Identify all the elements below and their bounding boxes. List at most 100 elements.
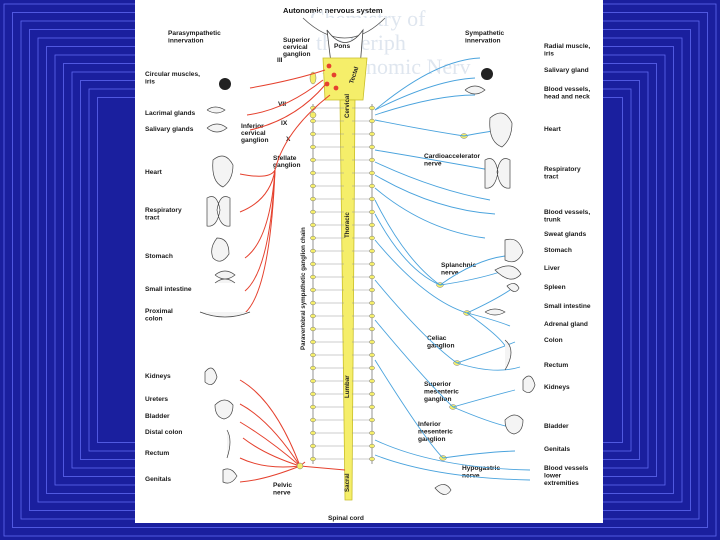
sympathetic-chain-ganglion [310, 274, 316, 280]
para-organ-label-12: Rectum [145, 450, 169, 457]
parasympathetic-nerve [242, 437, 301, 467]
diagram-panel: Autonomic nervous system Chemistry ofthe… [135, 0, 603, 523]
symp-organ-label-3: Heart [544, 126, 562, 133]
sympathetic-nerve [374, 439, 531, 471]
liver-icon [494, 265, 522, 280]
spinal-cord-label: Spinal cord [328, 515, 364, 522]
parasympathetic-nerve [249, 69, 326, 89]
cervical-label: Cervical [344, 94, 351, 118]
sympathetic-nerve [374, 359, 444, 459]
sympathetic-nerve [374, 57, 481, 111]
sympathetic-nerve [374, 149, 491, 171]
sympathetic-chain-ganglion [310, 183, 316, 189]
para-organ-label-10: Bladder [145, 413, 170, 420]
colon-right-icon [504, 339, 512, 371]
sympathetic-chain-ganglion [369, 456, 375, 462]
sympathetic-chain-ganglion [369, 105, 375, 111]
symp-organ-label-13: Rectum [544, 362, 568, 369]
cranial-nerve-IX: IX [281, 120, 288, 127]
cranial-nucleus [331, 72, 337, 78]
heart-left-icon [212, 155, 234, 188]
sympathetic-chain-ganglion [369, 261, 375, 267]
genitals-left-icon [222, 468, 238, 484]
sympathetic-chain-ganglion [310, 404, 316, 410]
parasympathetic-nerve [239, 403, 301, 467]
lacrimal-gland-icon [206, 106, 226, 114]
para-organ-label-1: Lacrimal glands [145, 110, 196, 117]
parasympathetic-nerve [244, 169, 276, 259]
pelvic-ganglion [296, 462, 304, 470]
sympathetic-chain-ganglion [369, 430, 375, 436]
para-organ-label-5: Stomach [145, 253, 173, 260]
superior-cervical-ganglion-shape [309, 71, 317, 85]
sympathetic-chain-ganglion [310, 261, 316, 267]
sympathetic-chain-ganglion [310, 118, 316, 124]
para-organ-label-13: Genitals [145, 476, 171, 483]
cranial-nucleus [324, 81, 330, 87]
symp-organ-label-7: Stomach [544, 247, 572, 254]
cranial-nucleus [326, 63, 332, 69]
sympathetic-chain-ganglion [310, 157, 316, 163]
para-organ-label-0: Circular muscles,iris [145, 71, 200, 86]
spleen-icon [506, 283, 520, 292]
genitals-right-icon [434, 484, 452, 495]
sympathetic-chain-ganglion [369, 378, 375, 384]
sympathetic-chain-ganglion [369, 209, 375, 215]
sympathetic-chain-ganglion [369, 326, 375, 332]
sympathetic-nerve [374, 119, 506, 137]
para-organ-label-2: Salivary glands [145, 126, 194, 133]
sympathetic-nerve [374, 77, 476, 111]
iris-left-icon [219, 78, 231, 90]
sympathetic-nerve [374, 174, 496, 215]
sympathetic-chain-ganglion [310, 222, 316, 228]
salivary-gland-right-icon [464, 85, 486, 95]
lungs-left-icon [206, 196, 231, 227]
sympathetic-chain-ganglion [310, 378, 316, 384]
sympathetic-nerve [466, 312, 511, 327]
kidney-left-icon [204, 367, 218, 385]
sympathetic-chain-ganglion [369, 339, 375, 345]
lumbar-label: Lumbar [344, 375, 351, 398]
distal-colon-left-icon [226, 429, 231, 459]
sympathetic-chain-ganglion [310, 339, 316, 345]
bladder-right-icon [504, 414, 524, 435]
sympathetic-chain-ganglion [310, 287, 316, 293]
sympathetic-chain-ganglion [310, 235, 316, 241]
parasympathetic-nerve [239, 457, 301, 468]
sympathetic-chain-ganglion [310, 430, 316, 436]
thoracic-label: Thoracic [344, 212, 351, 238]
sympathetic-chain-ganglion [310, 365, 316, 371]
inferior-cervical-ganglion-shape [309, 111, 317, 119]
sympathetic-nerve [439, 255, 506, 286]
sympathetic-nerve [439, 271, 501, 286]
sympathetic-chain-ganglion [310, 417, 316, 423]
parasympathetic-nerve [239, 379, 306, 467]
spinal-cord [339, 99, 356, 501]
parasympathetic-nerve [239, 169, 276, 213]
sympathetic-chain-ganglion [369, 235, 375, 241]
symp-organ-label-16: Genitals [544, 446, 570, 453]
sympathetic-chain-ganglion [310, 313, 316, 319]
para-organ-label-3: Heart [145, 169, 163, 176]
ganglion-chain-label: Paravertebral sympathetic ganglion chain [300, 227, 307, 350]
parasympathetic-nerve [246, 79, 324, 116]
symp-organ-label-15: Bladder [544, 423, 569, 430]
symp-organ-label-11: Adrenal gland [544, 321, 588, 328]
bladder-left-icon [214, 399, 234, 420]
sympathetic-chain-ganglion [369, 313, 375, 319]
sympathetic-nerve [374, 213, 441, 286]
sympathetic-nerve [374, 239, 468, 314]
parasympathetic-nerve [249, 84, 326, 131]
stomach-left-icon [211, 237, 230, 262]
small-intestine-left-icon [214, 270, 236, 284]
sympathetic-nerve [374, 199, 441, 286]
autonomic-nervous-system-diagram: Autonomic nervous system Chemistry ofthe… [145, 6, 591, 522]
para-organ-label-8: Kidneys [145, 373, 171, 380]
sympathetic-chain-ganglion [310, 170, 316, 176]
